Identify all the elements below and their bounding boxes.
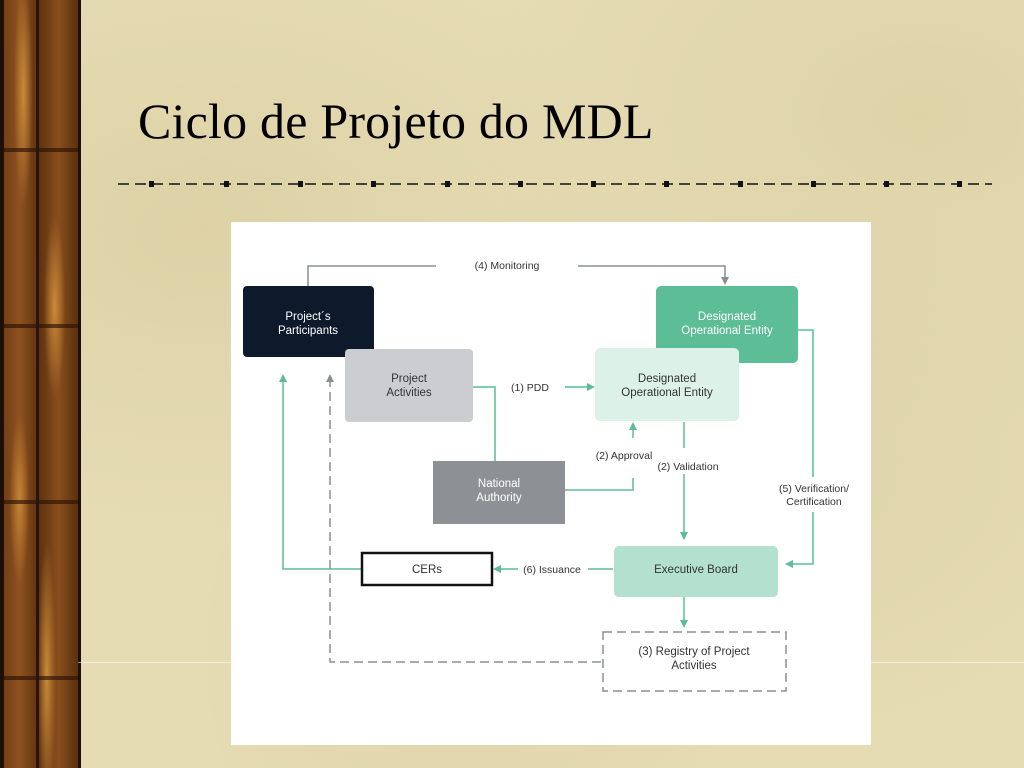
registry-line-2: Activities xyxy=(671,660,717,672)
participants-line-2: Participants xyxy=(278,325,338,337)
label-issuance: (6) Issuance xyxy=(523,564,581,576)
slide-title: Ciclo de Projeto do MDL xyxy=(138,93,654,149)
cdm-cycle-diagram: (4) Monitoring (1) PDD (2) Approval (2) … xyxy=(243,260,849,692)
edge-validation: (2) Validation xyxy=(657,422,719,540)
wood-edge xyxy=(0,0,4,768)
edge-verification: (5) Verification/ Certification xyxy=(779,329,849,568)
node-national-authority: National Authority xyxy=(433,461,565,524)
node-doe-mid: Designated Operational Entity xyxy=(595,348,739,421)
national-authority-line-1: National xyxy=(478,478,520,490)
national-authority-line-2: Authority xyxy=(476,492,522,504)
cers-label: CERs xyxy=(412,564,442,576)
diagram-panel: (4) Monitoring (1) PDD (2) Approval (2) … xyxy=(231,222,871,745)
node-executive-board: Executive Board xyxy=(614,546,778,597)
node-registry: (3) Registry of Project Activities xyxy=(602,631,787,692)
edge-registry-participants xyxy=(326,374,601,663)
label-approval: (2) Approval xyxy=(596,450,653,462)
node-cers: CERs xyxy=(360,551,494,587)
label-verification-1: (5) Verification/ xyxy=(779,483,849,495)
label-validation: (2) Validation xyxy=(657,461,718,473)
edge-pdd: (1) PDD xyxy=(511,382,595,394)
doe-mid-line-1: Designated xyxy=(638,373,696,385)
doe-top-line-2: Operational Entity xyxy=(681,325,773,337)
doe-top-line-1: Designated xyxy=(698,311,756,323)
wood-border-decoration xyxy=(0,0,81,768)
label-monitoring: (4) Monitoring xyxy=(475,260,540,272)
doe-mid-line-2: Operational Entity xyxy=(621,387,713,399)
edge-issuance: (6) Issuance xyxy=(493,564,613,576)
node-participants: Project´s Participants xyxy=(243,286,374,357)
edge-approval: (2) Approval xyxy=(565,422,653,491)
node-doe-top: Designated Operational Entity xyxy=(656,286,798,363)
registry-line-1: (3) Registry of Project xyxy=(638,646,750,658)
edge-activities-authority xyxy=(473,386,496,461)
label-verification-2: Certification xyxy=(786,496,842,508)
project-activities-line-1: Project xyxy=(391,373,428,385)
label-pdd: (1) PDD xyxy=(511,382,549,394)
project-activities-line-2: Activities xyxy=(386,387,432,399)
node-project-activities: Project Activities xyxy=(345,349,473,422)
executive-board-label: Executive Board xyxy=(654,564,738,576)
title-divider xyxy=(118,181,992,187)
edge-monitoring: (4) Monitoring xyxy=(307,260,729,287)
participants-line-1: Project´s xyxy=(285,311,331,323)
edge-cers-participants xyxy=(279,374,361,570)
